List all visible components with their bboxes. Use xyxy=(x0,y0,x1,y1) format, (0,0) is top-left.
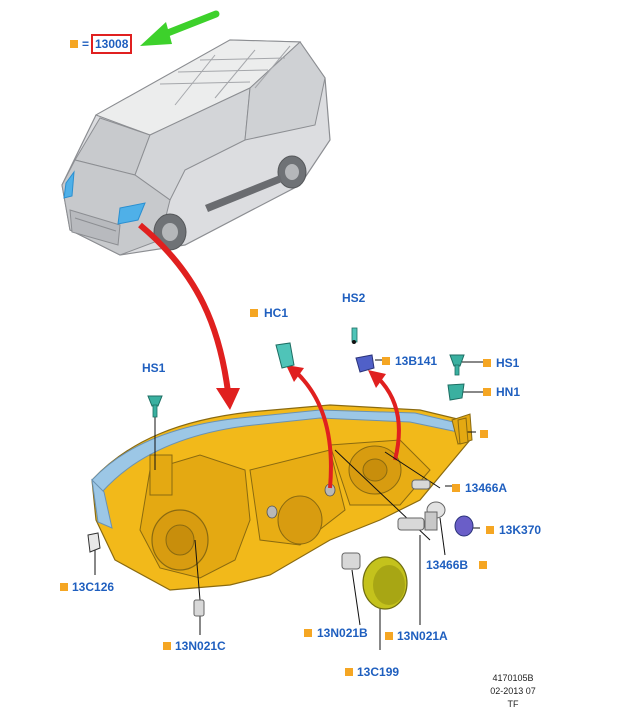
marker-hs1-right xyxy=(483,359,491,367)
part-hs2 xyxy=(351,327,358,344)
label-13b141: 13B141 xyxy=(395,354,438,368)
label-13n021c: 13N021C xyxy=(175,639,226,653)
part-13n021b xyxy=(341,552,361,570)
legend-code: 13008 xyxy=(91,34,133,54)
hc1-callout-arrow xyxy=(294,370,333,489)
label-13466a: 13466A xyxy=(465,481,508,495)
part-bracket xyxy=(457,417,469,445)
part-hs1-left xyxy=(147,395,163,418)
label-hn1: HN1 xyxy=(496,385,521,399)
marker-13b141 xyxy=(382,357,390,365)
label-13c199: 13C199 xyxy=(357,665,400,679)
label-hs1-right: HS1 xyxy=(496,356,520,370)
part-13k370 xyxy=(454,515,474,537)
drawing-id: 4170105B xyxy=(492,673,534,683)
marker-13c126 xyxy=(60,583,68,591)
red-callout-arrow xyxy=(138,222,231,393)
label-13k370: 13K370 xyxy=(499,523,542,537)
part-hn1 xyxy=(447,383,465,401)
marker-13n021b xyxy=(304,629,312,637)
label-13c126: 13C126 xyxy=(72,580,115,594)
part-13466a xyxy=(411,479,431,490)
marker-13c199 xyxy=(345,668,353,676)
marker-13n021a xyxy=(385,632,393,640)
b141-callout-arrow xyxy=(376,376,401,461)
legend-equals: = xyxy=(82,37,90,51)
green-pointer-arrow xyxy=(140,10,220,46)
part-13c126 xyxy=(87,532,101,553)
marker-hc1 xyxy=(250,309,258,317)
marker-13466b xyxy=(479,561,487,569)
part-13c199-cover xyxy=(362,556,408,610)
label-13n021b: 13N021B xyxy=(317,626,368,640)
van-illustration xyxy=(61,39,331,256)
part-hs1-right xyxy=(449,354,465,376)
drawing-date: 02-2013 07 xyxy=(490,686,536,696)
label-hs1-left: HS1 xyxy=(142,361,166,375)
part-hc1 xyxy=(275,342,295,369)
part-13b141 xyxy=(355,354,375,373)
label-13n021a: 13N021A xyxy=(397,629,448,643)
label-13466b: 13466B xyxy=(426,558,469,572)
legend-marker xyxy=(70,40,78,48)
label-hs2: HS2 xyxy=(342,291,366,305)
marker-13466a xyxy=(452,484,460,492)
part-13466b xyxy=(424,501,446,531)
marker-13n021c xyxy=(163,642,171,650)
marker-hn1 xyxy=(483,388,491,396)
headlamp-housing xyxy=(91,404,473,591)
marker-bracket xyxy=(480,430,488,438)
part-13n021c xyxy=(193,599,205,617)
part-13n021a xyxy=(397,517,425,531)
drawing-initials: TF xyxy=(507,699,519,709)
label-hc1: HC1 xyxy=(264,306,289,320)
marker-13k370 xyxy=(486,526,494,534)
